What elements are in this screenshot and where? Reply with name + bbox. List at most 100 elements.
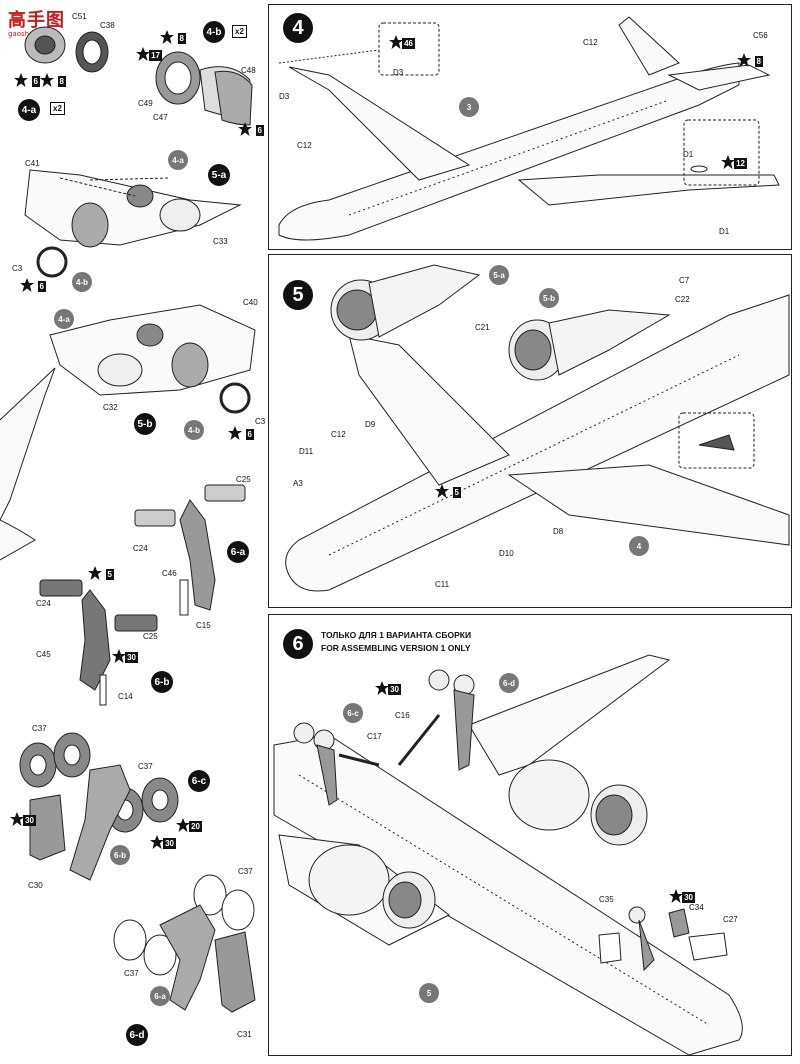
quantity-box: x2 — [232, 25, 247, 38]
part-label: C38 — [100, 21, 115, 30]
part-label: D3 — [393, 68, 404, 77]
part-label: C33 — [213, 237, 228, 246]
part-label: C47 — [153, 113, 168, 122]
left-column-drawing — [0, 26, 256, 1013]
part-label: C27 — [723, 915, 738, 924]
paint-star-icon: 6 — [238, 122, 264, 142]
part-label: C7 — [679, 276, 690, 285]
ref-badge: 5-b — [539, 288, 559, 308]
ref-badge: 6-c — [343, 703, 363, 723]
part-label: D1 — [719, 227, 730, 236]
ref-badge: 4-b — [72, 272, 92, 292]
ref-badge: 5 — [419, 983, 439, 1003]
part-label: C12 — [331, 430, 346, 439]
ref-badge: 6-d — [499, 673, 519, 693]
part-label: C37 — [138, 762, 153, 771]
part-label: C12 — [297, 141, 312, 150]
paint-star-icon: 30 — [10, 812, 36, 832]
watermark-title: 高手图 — [8, 10, 65, 31]
paint-star-icon: 6 — [14, 73, 40, 93]
part-label: C56 — [753, 31, 768, 40]
part-label: D11 — [299, 447, 314, 456]
step-5-panel: 5 5-a 5-b C21 C22 C7 C12 D9 D11 A3 5 D8 … — [268, 254, 792, 608]
step-6-title-en: FOR ASSEMBLING VERSION 1 ONLY — [321, 643, 471, 653]
part-label: C37 — [32, 724, 47, 733]
part-label: C30 — [28, 881, 43, 890]
step-6-panel: 6 ТОЛЬКО ДЛЯ 1 ВАРИАНТА СБОРКИ FOR ASSEM… — [268, 614, 792, 1056]
part-label: C24 — [36, 599, 51, 608]
part-label: C3 — [12, 264, 23, 273]
ref-badge: 3 — [459, 97, 479, 117]
part-label: C35 — [599, 895, 614, 904]
ref-badge: 4-a — [168, 150, 188, 170]
substep-5a-badge: 5-a — [208, 164, 230, 186]
part-label: C34 — [689, 903, 704, 912]
quantity-box: x2 — [50, 102, 65, 115]
ref-badge: 4 — [629, 536, 649, 556]
paint-star-icon: 6 — [228, 426, 254, 446]
part-label: C48 — [241, 66, 256, 75]
paint-star-icon: 8 — [160, 30, 186, 50]
part-label: D1 — [683, 150, 694, 159]
substep-6c-badge: 6-c — [188, 770, 210, 792]
paint-star-icon: 17 — [136, 47, 162, 67]
ref-badge: 6-a — [150, 986, 170, 1006]
part-label: C15 — [196, 621, 211, 630]
part-label: C22 — [675, 295, 690, 304]
paint-star-icon: 30 — [375, 681, 401, 701]
step-6-drawing — [273, 654, 743, 1055]
part-label: C37 — [238, 867, 253, 876]
step-6-number: 6 — [283, 629, 313, 659]
part-label: C31 — [237, 1030, 252, 1039]
part-label: C49 — [138, 99, 153, 108]
part-label: C46 — [162, 569, 177, 578]
part-label: C3 — [255, 417, 266, 426]
paint-star-icon: 30 — [150, 835, 176, 855]
step-6-title-ru: ТОЛЬКО ДЛЯ 1 ВАРИАНТА СБОРКИ — [321, 630, 472, 640]
part-label: C25 — [236, 475, 251, 484]
part-label: D3 — [279, 92, 290, 101]
part-label: C32 — [103, 403, 118, 412]
substep-4a-badge: 4-a — [18, 99, 40, 121]
paint-star-icon: 30 — [112, 649, 138, 669]
part-label: C14 — [118, 692, 133, 701]
part-label: D9 — [365, 420, 376, 429]
step-4-number: 4 — [283, 13, 313, 43]
substep-5b-badge: 5-b — [134, 413, 156, 435]
paint-star-icon: 5 — [88, 566, 114, 586]
paint-star-icon: 20 — [176, 818, 202, 838]
paint-star-icon: 8 — [737, 53, 763, 73]
step-4-drawing — [278, 16, 780, 241]
part-label: C25 — [143, 632, 158, 641]
substep-6a-badge: 6-a — [227, 541, 249, 563]
part-label: A3 — [293, 479, 303, 488]
part-label: C11 — [435, 580, 450, 589]
paint-star-icon: 30 — [669, 889, 695, 909]
part-label: C41 — [25, 159, 40, 168]
substep-4b-badge: 4-b — [203, 21, 225, 43]
ref-badge: 6-b — [110, 845, 130, 865]
paint-star-icon: 12 — [721, 155, 747, 175]
part-label: C51 — [72, 12, 87, 21]
part-label: D10 — [499, 549, 514, 558]
step-4-panel: 4 D3 D3 C12 C12 C56 D1 D1 46 8 12 3 — [268, 4, 792, 250]
part-label: C12 — [583, 38, 598, 47]
part-label: C40 — [243, 298, 258, 307]
paint-star-icon: 8 — [40, 73, 66, 93]
part-label: C24 — [133, 544, 148, 553]
step-5-number: 5 — [283, 280, 313, 310]
part-label: C37 — [124, 969, 139, 978]
paint-star-icon: 5 — [435, 484, 461, 504]
paint-star-icon: 6 — [20, 278, 46, 298]
substep-6b-badge: 6-b — [151, 671, 173, 693]
ref-badge: 4-a — [54, 309, 74, 329]
part-label: C21 — [475, 323, 490, 332]
part-label: C45 — [36, 650, 51, 659]
substep-6d-badge: 6-d — [126, 1024, 148, 1046]
step-5-drawing — [285, 264, 790, 592]
paint-star-icon: 46 — [389, 35, 415, 55]
ref-badge: 5-a — [489, 265, 509, 285]
ref-badge: 4-b — [184, 420, 204, 440]
part-label: C16 — [395, 711, 410, 720]
part-label: D8 — [553, 527, 564, 536]
